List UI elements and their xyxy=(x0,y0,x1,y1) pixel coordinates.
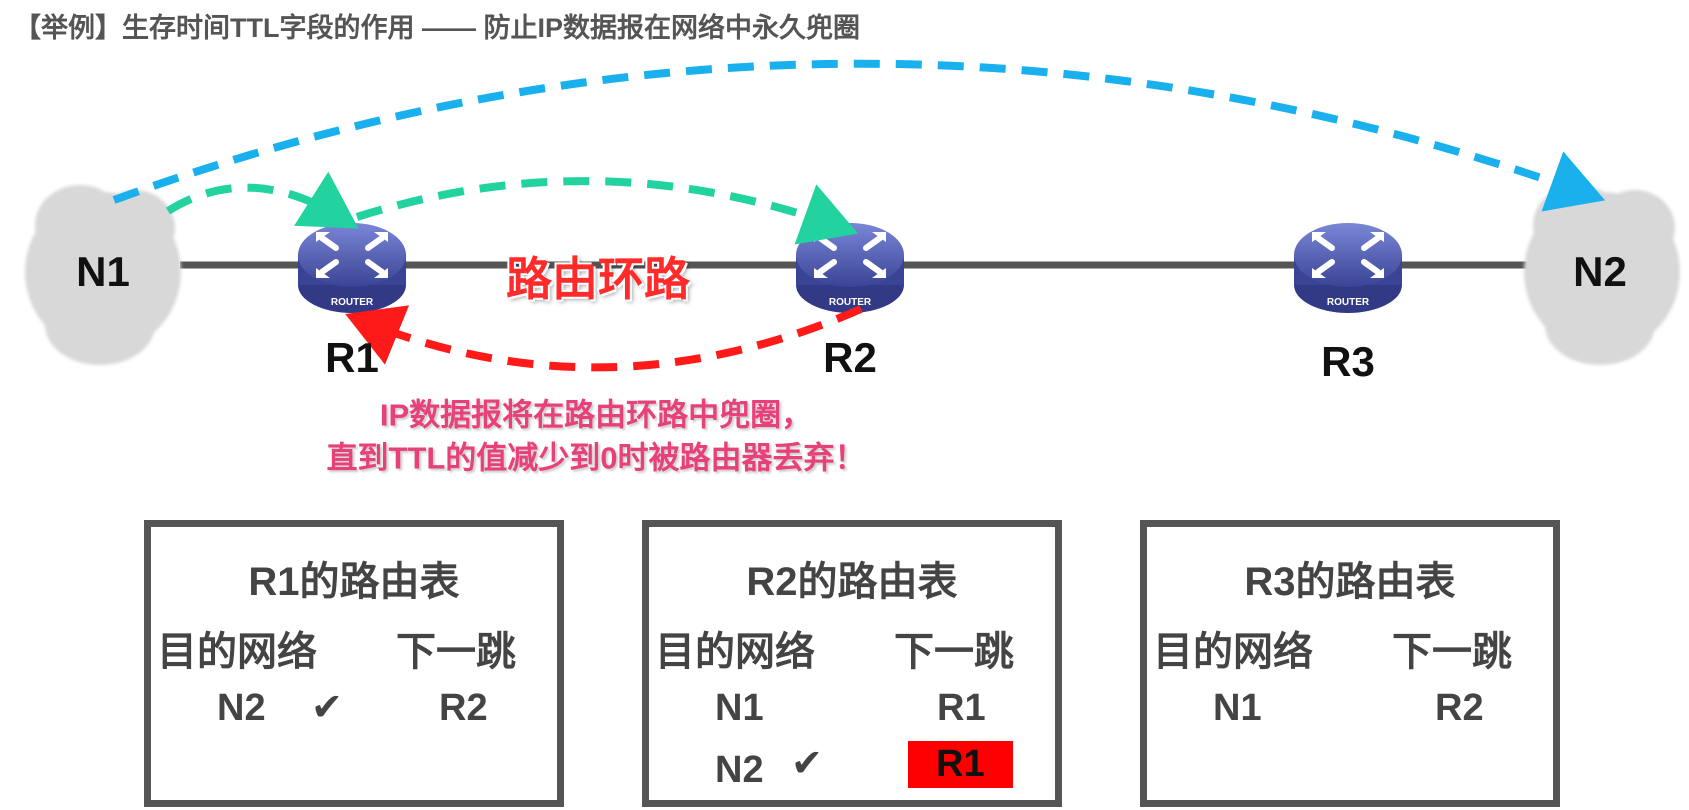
header-next-hop: 下一跳 xyxy=(1392,630,1512,674)
note-line-1: IP数据报将在路由环路中兜圈， xyxy=(379,397,813,433)
header-next-hop: 下一跳 xyxy=(396,630,516,674)
router-icon-text: ROUTER xyxy=(829,297,872,308)
router-icon-r3: ROUTER xyxy=(1294,223,1402,313)
network-n1-label: N1 xyxy=(76,248,130,295)
routing-table-r2: R2的路由表 目的网络 下一跳 N1 R1 N2 ✔ R1 xyxy=(642,520,1062,807)
row-dest: N2 xyxy=(715,749,764,791)
router-icon-r1: ROUTER xyxy=(298,223,406,313)
slide-title: 【举例】生存时间TTL字段的作用 —— 防止IP数据报在网络中永久兜圈 xyxy=(14,13,860,43)
router-icon-r2: ROUTER xyxy=(796,223,904,313)
note-line-2: 直到TTL的值减少到0时被路由器丢弃！ xyxy=(326,440,866,476)
green-path-n1-to-r1 xyxy=(165,171,359,229)
router-icon-text: ROUTER xyxy=(1327,297,1370,308)
network-n2-label: N2 xyxy=(1573,248,1627,295)
row-next: R2 xyxy=(1435,687,1484,729)
check-icon: ✔ xyxy=(311,687,343,729)
header-next-hop: 下一跳 xyxy=(894,630,1014,674)
row-dest: N1 xyxy=(1213,687,1262,729)
cloud-n1 xyxy=(25,185,181,365)
header-destination: 目的网络 xyxy=(1153,630,1313,674)
green-path-r1-to-r2 xyxy=(355,177,859,245)
routing-table-r1: R1的路由表 目的网络 下一跳 N2 ✔ R2 xyxy=(144,520,564,807)
header-destination: 目的网络 xyxy=(655,630,815,674)
router-r3-label: R3 xyxy=(1321,338,1375,385)
router-icon-text: ROUTER xyxy=(331,297,374,308)
header-destination: 目的网络 xyxy=(157,630,317,674)
router-r2-label: R2 xyxy=(823,334,877,381)
check-icon: ✔ xyxy=(791,743,823,785)
routing-loop-label: 路由环路 xyxy=(506,253,690,305)
row-next: R2 xyxy=(439,687,488,729)
router-r1-label: R1 xyxy=(325,334,379,381)
row-next: R1 xyxy=(937,687,986,729)
table-title: R3的路由表 xyxy=(1244,560,1456,604)
row-dest: N2 xyxy=(217,687,266,729)
blue-path-n1-to-n2 xyxy=(112,59,1606,212)
row-dest: N1 xyxy=(715,687,764,729)
red-path-r2-to-r1 xyxy=(345,305,863,372)
table-title: R1的路由表 xyxy=(248,560,460,604)
routing-table-r3: R3的路由表 目的网络 下一跳 N1 R2 xyxy=(1140,520,1560,807)
row-next-highlighted: R1 xyxy=(908,741,1013,788)
table-title: R2的路由表 xyxy=(746,560,958,604)
